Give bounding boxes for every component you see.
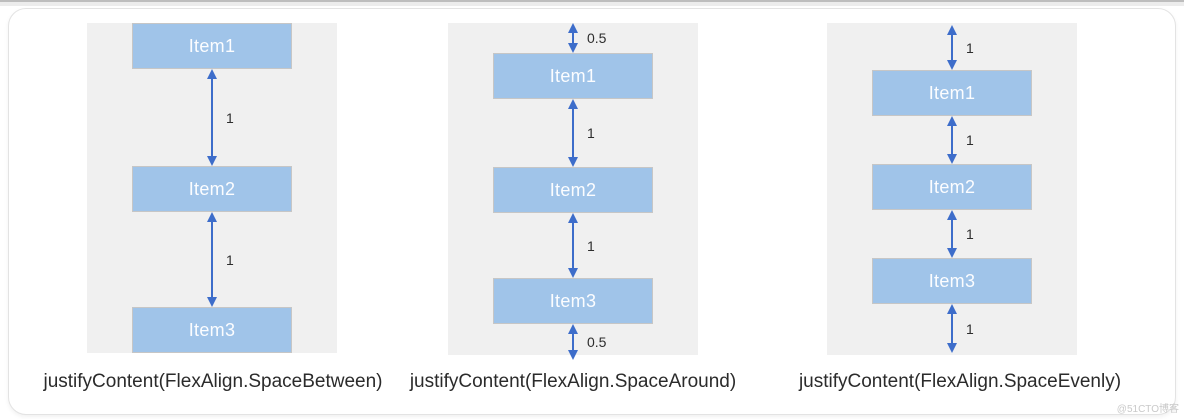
flex-item-1: Item1 (132, 23, 292, 69)
flex-item-1: Item1 (493, 53, 653, 99)
flex-item-2: Item2 (493, 167, 653, 213)
gap-size-label: 1 (966, 132, 974, 148)
flex-item-3: Item3 (493, 278, 653, 324)
gap-arrow: 1 (946, 210, 974, 258)
gap-size-label: 1 (226, 251, 234, 268)
flex-item-3: Item3 (132, 307, 292, 353)
gap-arrow: 1 (567, 213, 595, 278)
gap-size-label: 0.5 (587, 334, 607, 350)
gap-arrow: 1 (567, 99, 595, 167)
watermark: @51CTO博客 (1116, 404, 1179, 415)
flex-item-1: Item1 (872, 70, 1032, 116)
arrow-shaft (572, 30, 574, 46)
top-divider-line (0, 0, 1184, 2)
arrow-shaft (951, 217, 953, 251)
flex-container-space-between: Item1 Item2 Item3 1 1 (87, 23, 337, 353)
gap-arrow: 1 (946, 25, 974, 70)
flex-container-space-evenly: Item1 Item2 Item3 1 1 1 1 (827, 23, 1077, 355)
panel-caption-space-around: justifyContent(FlexAlign.SpaceAround) (409, 371, 737, 392)
panel-caption-space-between: justifyContent(FlexAlign.SpaceBetween) (43, 371, 383, 392)
gap-size-label: 1 (966, 226, 974, 242)
arrow-shaft (572, 220, 574, 271)
flex-container-space-around: Item1 Item2 Item3 0.5 1 1 0.5 (448, 23, 698, 360)
arrow-shaft (951, 123, 953, 157)
gap-arrow: 0.5 (567, 23, 606, 53)
flex-item-2: Item2 (132, 166, 292, 212)
arrow-shaft (211, 76, 213, 159)
arrow-shaft (951, 32, 953, 63)
top-divider-line-light (0, 2, 1184, 6)
gap-size-label: 1 (966, 39, 974, 56)
flex-item-3: Item3 (872, 258, 1032, 304)
gap-size-label: 1 (226, 109, 234, 126)
gap-arrow: 0.5 (567, 324, 606, 360)
gap-size-label: 1 (587, 125, 595, 141)
gap-size-label: 1 (587, 237, 595, 254)
flex-item-2: Item2 (872, 164, 1032, 210)
gap-arrow: 1 (946, 304, 974, 353)
arrow-shaft (951, 311, 953, 346)
arrow-shaft (572, 331, 574, 353)
gap-arrow: 1 (206, 212, 234, 307)
gap-size-label: 0.5 (587, 30, 607, 46)
arrow-shaft (572, 106, 574, 160)
gap-size-label: 1 (966, 320, 974, 337)
gap-arrow: 1 (206, 69, 234, 166)
panel-caption-space-evenly: justifyContent(FlexAlign.SpaceEvenly) (798, 371, 1122, 392)
arrow-shaft (211, 219, 213, 300)
gap-arrow: 1 (946, 116, 974, 164)
